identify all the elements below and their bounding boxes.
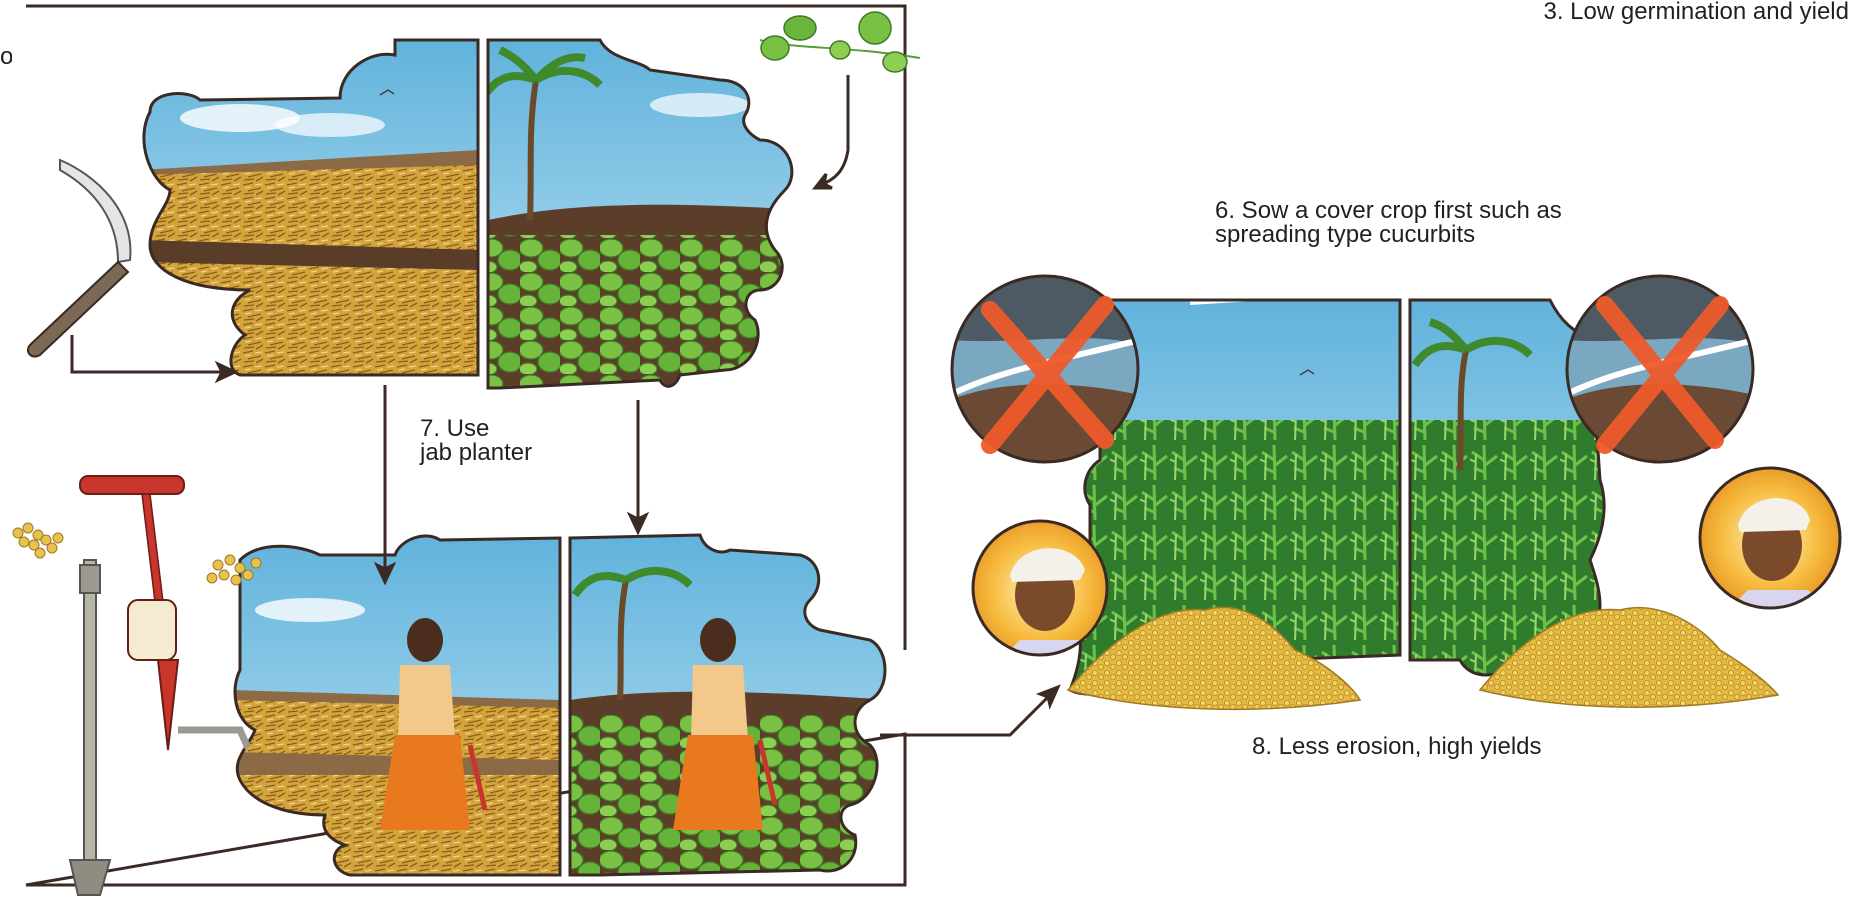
flow-arrows bbox=[70, 75, 1061, 737]
cross-icon bbox=[981, 296, 1729, 454]
grain-pile-icon bbox=[1066, 606, 1780, 711]
scene-planting-mulch bbox=[235, 535, 560, 875]
seed-cluster-icon bbox=[12, 522, 262, 586]
jab-planter-icon bbox=[68, 475, 252, 896]
palm-tree-icon bbox=[488, 46, 603, 221]
scene-maize-field bbox=[1068, 300, 1605, 680]
farmer-woman-icon bbox=[380, 618, 488, 830]
caption-cover-crop: 6. Sow a cover crop first such as spread… bbox=[1215, 197, 1562, 248]
bird-icon bbox=[379, 89, 395, 96]
caption-jab-planter: 7. Use jab planter bbox=[420, 415, 533, 466]
sickle-icon bbox=[26, 158, 132, 358]
scene-cucurbit-cover bbox=[488, 40, 792, 388]
caption-low-germination: 3. Low germination and yield bbox=[1543, 0, 1849, 25]
scene-mulched-field bbox=[143, 40, 478, 375]
caption-partial-left: ot bbox=[0, 45, 12, 69]
farmer-avatar-icon bbox=[971, 466, 1842, 657]
scene-planting-cover bbox=[570, 535, 885, 875]
cucurbit-vine-icon bbox=[759, 11, 921, 73]
caption-less-erosion: 8. Less erosion, high yields bbox=[1252, 733, 1542, 760]
